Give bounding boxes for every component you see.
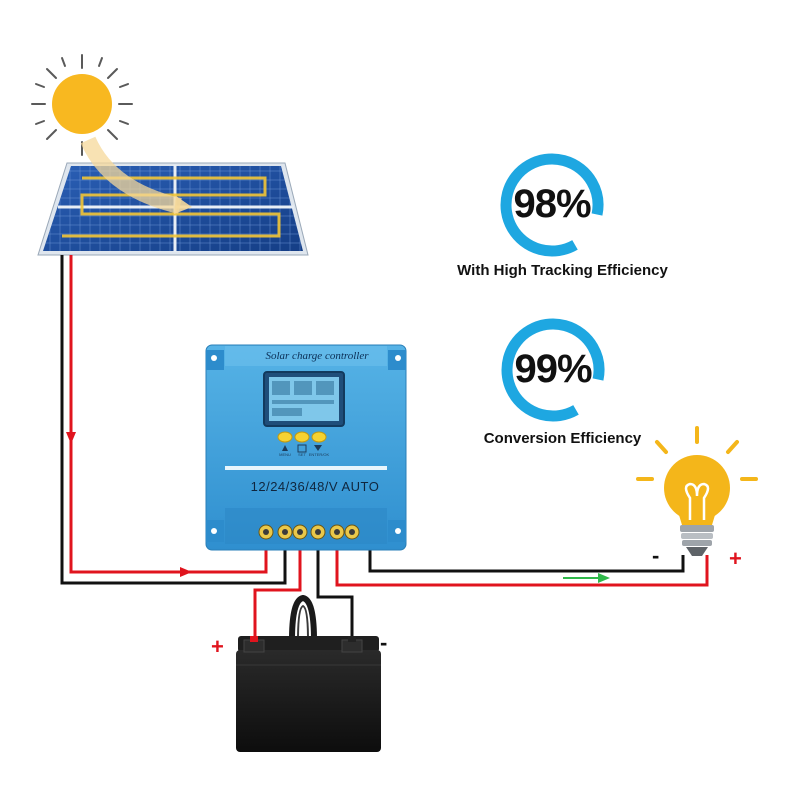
battery-positive-label: + <box>211 634 224 659</box>
sun-icon <box>31 54 133 156</box>
controller-button-label-menu: MENU <box>279 452 291 457</box>
panel-negative-wire <box>60 255 287 585</box>
conversion-efficiency-value: 99% <box>514 347 592 391</box>
conversion-efficiency-caption: Conversion Efficiency <box>483 430 642 447</box>
tracking-efficiency-value: 98% <box>513 182 591 226</box>
controller-button-label-enter: ENTER/OK <box>308 452 330 457</box>
flow-arrow-down <box>66 390 76 444</box>
load-positive-wire <box>335 540 709 587</box>
controller-terminals <box>258 524 360 540</box>
load-negative-label: - <box>652 543 660 568</box>
controller-button-label-set: SET <box>298 452 306 457</box>
tracking-efficiency-caption: With High Tracking Efficiency <box>457 262 668 279</box>
battery-negative-label: - <box>380 630 388 655</box>
battery-negative-wire <box>316 540 354 640</box>
flow-arrow-load <box>563 573 610 583</box>
load-negative-wire <box>368 540 685 573</box>
flow-arrow-right <box>140 567 192 577</box>
charge-controller <box>205 344 407 551</box>
stat-ring-2 <box>501 318 605 422</box>
load-positive-label: + <box>729 546 742 571</box>
stat-ring-1 <box>500 153 604 257</box>
controller-title: Solar charge controller <box>265 350 369 362</box>
solar-panel <box>37 136 309 256</box>
battery-positive-wire <box>253 540 302 640</box>
controller-voltage-spec: 12/24/36/48/V AUTO <box>250 479 380 494</box>
battery-icon <box>236 594 381 752</box>
light-bulb-icon <box>636 426 758 556</box>
